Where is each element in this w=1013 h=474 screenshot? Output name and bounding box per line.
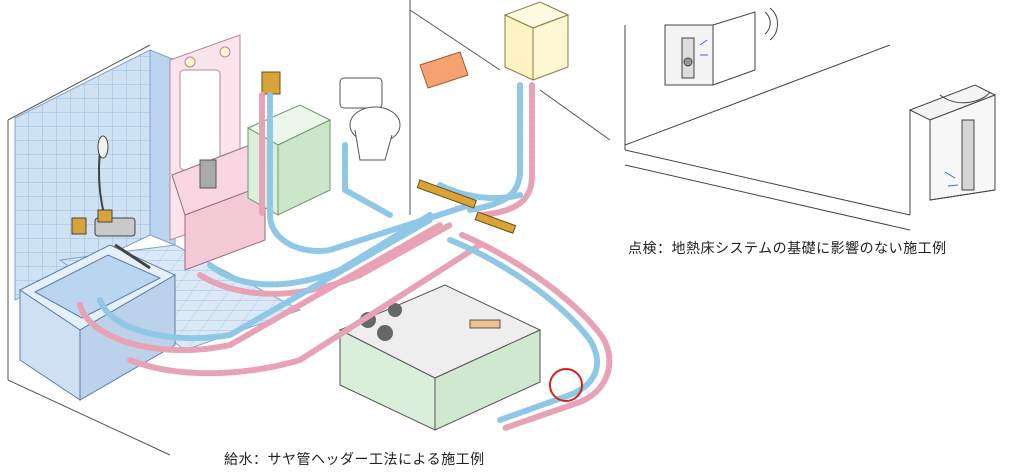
room-walls bbox=[7, 0, 611, 456]
kitchen-unit bbox=[338, 284, 542, 431]
water-heater bbox=[419, 1, 570, 89]
toilet bbox=[339, 77, 401, 161]
washroom bbox=[169, 34, 266, 271]
main-caption: 給水：サヤ管ヘッダー工法による施工例 bbox=[224, 452, 485, 468]
inspection-caption: 点検：地熱床システムの基礎に影響のない施工例 bbox=[628, 241, 947, 257]
inspection-illustration bbox=[624, 7, 997, 231]
highlight-circle bbox=[549, 368, 583, 402]
bathroom bbox=[14, 49, 302, 401]
bathtub bbox=[19, 244, 177, 401]
header-manifold bbox=[416, 179, 517, 234]
pipes bbox=[77, 82, 613, 431]
shower-mixer bbox=[71, 135, 151, 270]
